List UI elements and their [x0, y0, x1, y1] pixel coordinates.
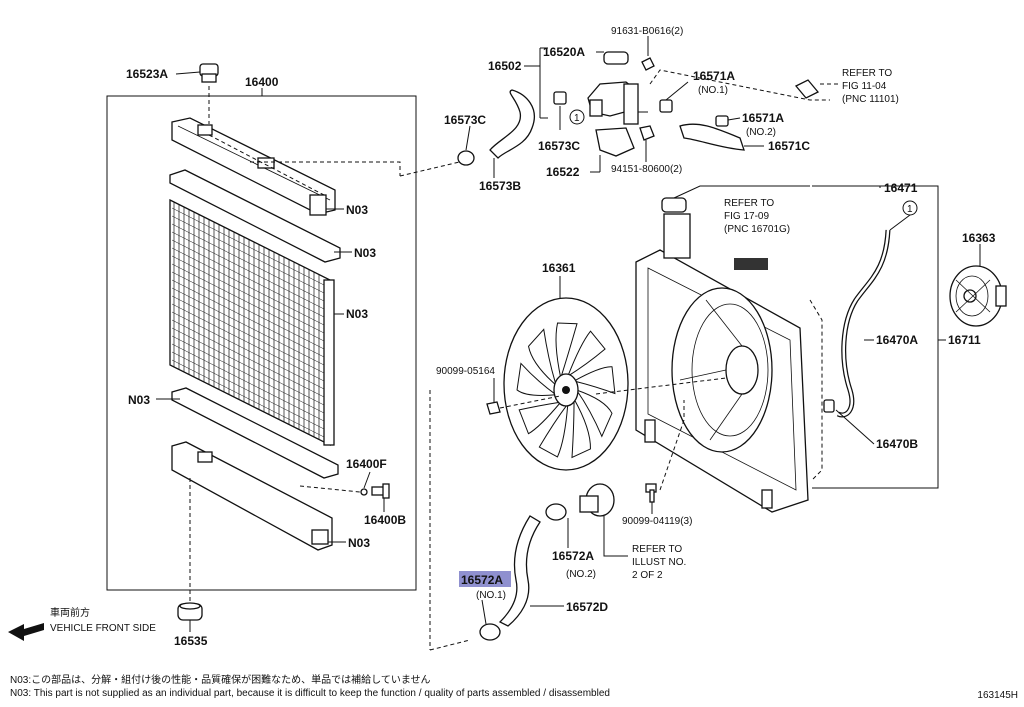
label-front-jp: 車両前方: [50, 606, 90, 619]
engine-pipe-ref: [794, 79, 820, 99]
label-refer-1709-c: (PNC 16701G): [724, 224, 790, 235]
fan-nut-90099-05164: [486, 401, 501, 415]
label-n03-3: N03: [346, 307, 368, 321]
nut-94151: [639, 125, 655, 141]
label-16571A-1[interactable]: 16571A: [693, 69, 735, 83]
clamp-16571A-no1: [659, 99, 673, 113]
upper-gasket: [169, 169, 341, 263]
label-circle-1b: 1: [907, 204, 913, 215]
lower-clamp-16572A-no2: [545, 503, 567, 521]
label-16522[interactable]: 16522: [546, 165, 580, 179]
ref-circle-1a: [569, 109, 585, 125]
lower-hose-16572D: [498, 515, 541, 627]
radiator-cap: [199, 63, 219, 83]
label-16520A[interactable]: 16520A: [543, 45, 585, 59]
vehicle-front-arrow: [8, 623, 44, 641]
label-n03-4: N03: [128, 393, 150, 407]
footnote-jp: N03:この部品は、分解・組付け後の性能・品質確保が困難なため、単品では補給して…: [10, 675, 431, 686]
fan-motor-16363: [949, 265, 1007, 327]
label-16400[interactable]: 16400: [245, 75, 279, 89]
label-16400F[interactable]: 16400F: [346, 457, 387, 471]
label-n03-2: N03: [354, 246, 376, 260]
label-16523A[interactable]: 16523A: [126, 67, 168, 81]
lower-clamp-16572A-no1: [479, 623, 501, 641]
label-16363[interactable]: 16363: [962, 231, 996, 245]
label-refer-illust-b[interactable]: ILLUST NO.: [632, 557, 686, 568]
label-refer-1709-b[interactable]: FIG 17-09: [724, 211, 769, 222]
shroud-bolt-90099-04119: [645, 483, 657, 503]
drain-cock: [371, 483, 390, 499]
label-94151-80600[interactable]: 94151-80600(2): [611, 164, 682, 175]
label-90099-04119[interactable]: 90099-04119(3): [622, 516, 692, 527]
radiator-lower-tank: [171, 441, 333, 551]
label-front-en: VEHICLE FRONT SIDE: [50, 623, 156, 634]
label-refer-illust-a: REFER TO: [632, 544, 682, 555]
label-16571C[interactable]: 16571C: [768, 139, 810, 153]
radiator-core: [169, 198, 335, 447]
clamp-16573C: [457, 150, 475, 166]
water-outlet-16520A: [587, 51, 639, 125]
label-circle-1a: 1: [574, 113, 580, 124]
fan-shroud-16711: [635, 213, 809, 513]
label-16470B[interactable]: 16470B: [876, 437, 918, 451]
clamp-16573C-upper: [553, 91, 567, 105]
label-n03-1: N03: [346, 203, 368, 217]
label-16711[interactable]: 16711: [948, 333, 981, 347]
diagram-code: 163145H: [977, 690, 1018, 701]
bracket-16522: [595, 127, 635, 157]
hose-clip-16470B: [823, 399, 835, 413]
label-no1-b: (NO.1): [476, 590, 506, 601]
label-16572D[interactable]: 16572D: [566, 600, 608, 614]
radiator-upper-tank: [171, 117, 336, 216]
label-16573C-2[interactable]: 16573C: [538, 139, 580, 153]
drain-oring: [360, 488, 368, 496]
reserve-tank-cap: [661, 197, 687, 213]
label-16572A-no2[interactable]: 16572A: [552, 549, 594, 563]
label-refer-1104-c: (PNC 11101): [842, 94, 899, 105]
label-n03-5: N03: [348, 536, 370, 550]
bolt-91631: [641, 57, 655, 71]
label-no1-a: (NO.1): [698, 85, 728, 96]
label-16571A-2[interactable]: 16571A: [742, 111, 784, 125]
label-refer-1104-a: REFER TO: [842, 68, 892, 79]
lower-gasket: [171, 387, 339, 479]
label-refer-illust-c: 2 OF 2: [632, 570, 663, 581]
footnote-en: N03: This part is not supplied as an ind…: [10, 688, 610, 699]
label-refer-1104-b[interactable]: FIG 11-04: [842, 81, 887, 92]
lower-cushion: [177, 602, 203, 621]
outlet-fitting: [579, 483, 615, 517]
label-16502[interactable]: 16502: [488, 59, 522, 73]
highlight-16572A[interactable]: [459, 571, 511, 587]
cooling-fan-16361: [503, 297, 629, 471]
upper-hose-16573B: [489, 89, 535, 159]
label-16573C-1[interactable]: 16573C: [444, 113, 486, 127]
label-no2-b: (NO.2): [566, 569, 596, 580]
overflow-hose-16470A: [836, 229, 891, 418]
shroud-label-plate: [734, 258, 768, 270]
label-16470A[interactable]: 16470A: [876, 333, 918, 347]
label-16471[interactable]: 16471: [884, 181, 918, 195]
clamp-16571A-no2: [715, 115, 729, 127]
label-16361[interactable]: 16361: [542, 261, 576, 275]
label-refer-1709-a: REFER TO: [724, 198, 774, 209]
label-91631-B0616[interactable]: 91631-B0616(2): [611, 26, 683, 37]
label-16572A-no1[interactable]: 16572A: [461, 573, 503, 587]
hose-16571C: [679, 123, 745, 151]
label-16535[interactable]: 16535: [174, 634, 208, 648]
label-16573B[interactable]: 16573B: [479, 179, 521, 193]
label-16400B[interactable]: 16400B: [364, 513, 406, 527]
label-90099-05164[interactable]: 90099-05164: [436, 366, 495, 377]
label-no2-a: (NO.2): [746, 127, 776, 138]
